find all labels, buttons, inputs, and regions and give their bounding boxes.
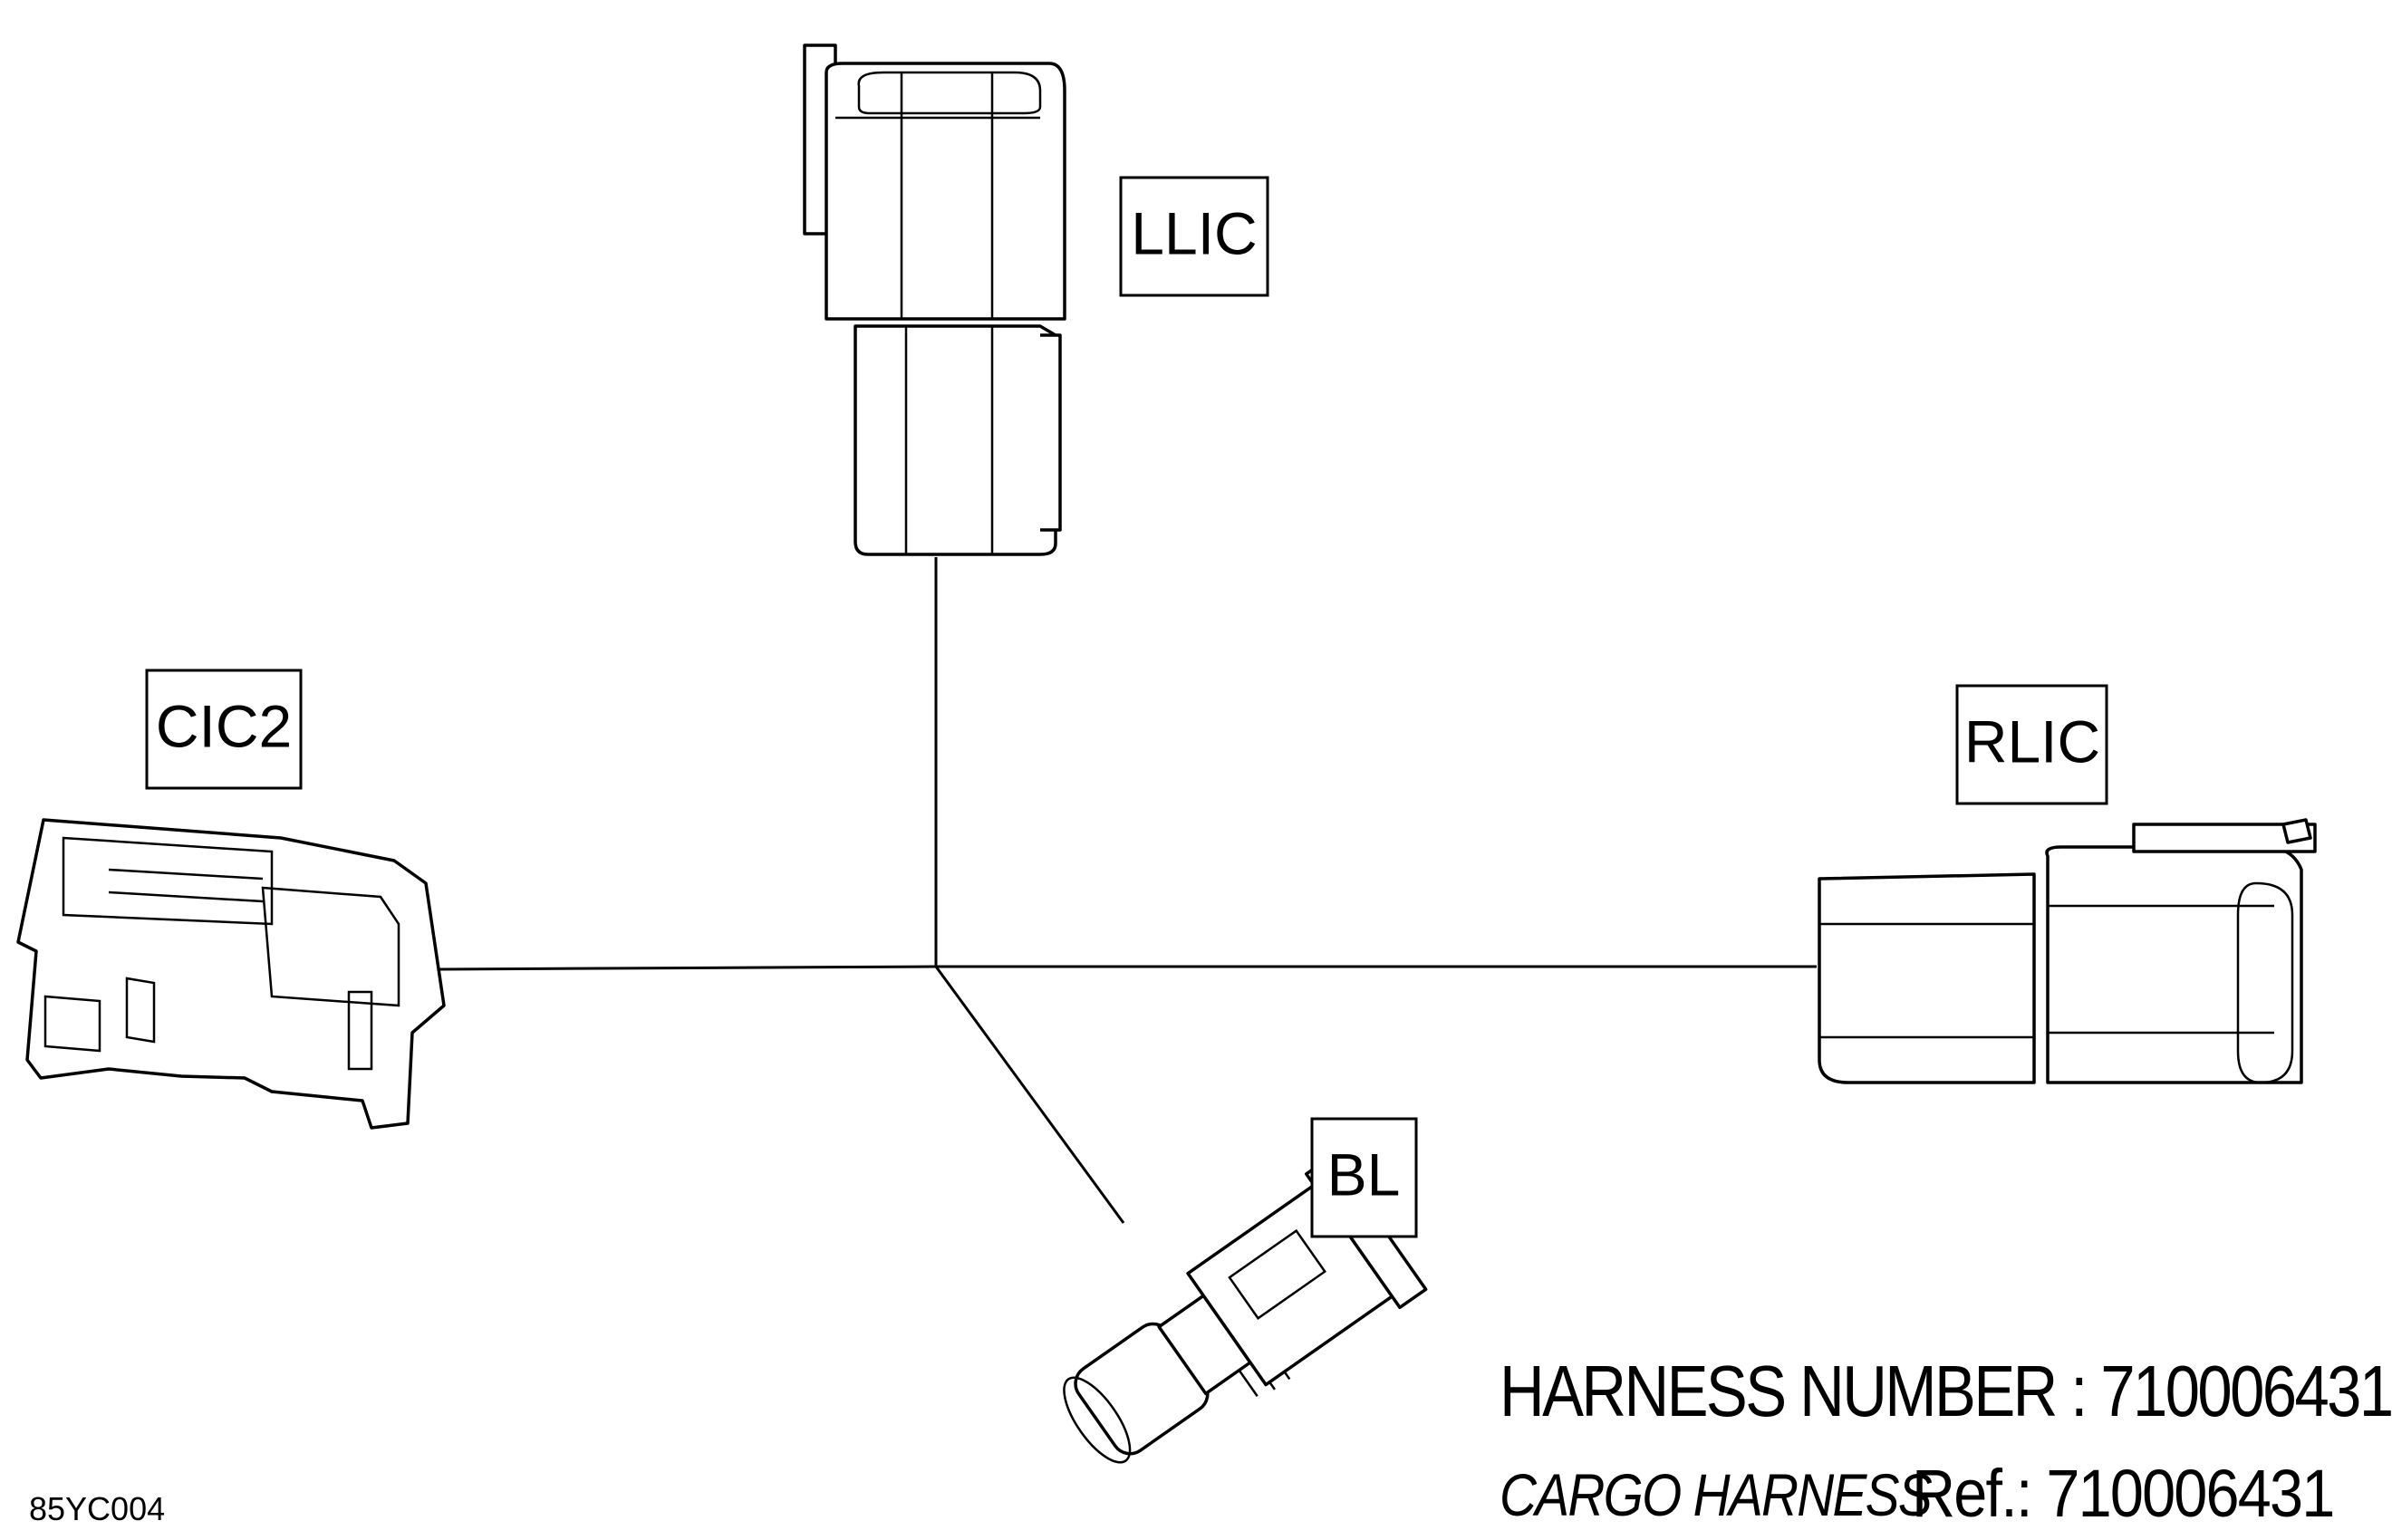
label-llic: LLIC [1119, 176, 1269, 297]
harness-diagram: LLIC CIC2 RLIC [16, 43, 2317, 1464]
svg-text:RLIC: RLIC [1964, 707, 2100, 775]
figure-code: 85YC004 [29, 1490, 166, 1527]
connector-rlic [1818, 818, 2317, 1084]
wires [439, 557, 1817, 1224]
connector-cic2 [16, 818, 446, 1130]
harness-number: HARNESS NUMBER : 710006431 [1500, 1351, 2392, 1431]
connector-llic [803, 43, 1066, 556]
wire-bl [934, 966, 1125, 1224]
label-rlic: RLIC [1955, 684, 2108, 805]
svg-text:BL: BL [1327, 1141, 1401, 1208]
harness-name: CARGO HARNESS [1500, 1461, 1933, 1528]
svg-text:LLIC: LLIC [1131, 199, 1257, 266]
label-cic2: CIC2 [145, 669, 303, 790]
harness-caption: CARGO HARNESS Ref.: 710006431 [1500, 1456, 2335, 1531]
svg-text:CIC2: CIC2 [156, 692, 292, 759]
harness-ref: Ref.: 710006431 [1912, 1456, 2335, 1531]
wire-cic2 [439, 965, 937, 971]
label-bl: BL [1310, 1117, 1418, 1238]
